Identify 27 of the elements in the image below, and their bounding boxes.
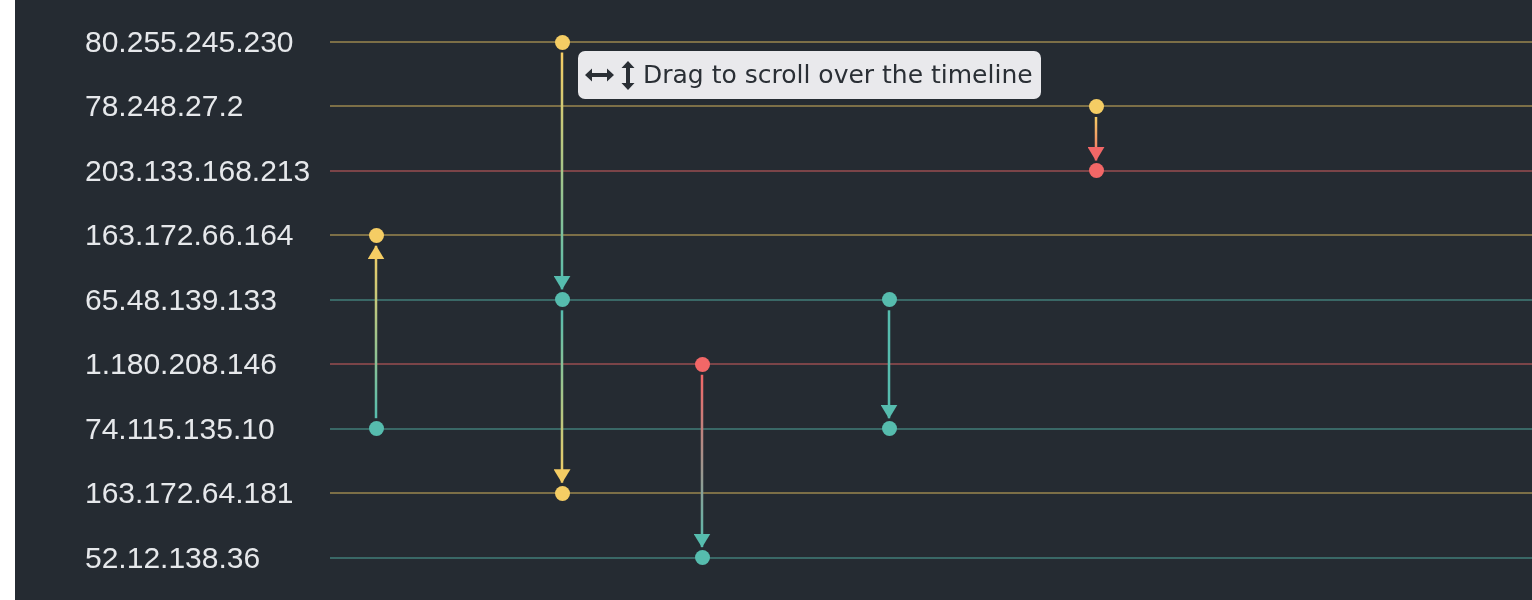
arrow <box>693 374 711 548</box>
event-dot-icon <box>694 356 710 372</box>
arrow <box>553 52 571 290</box>
event-dot-icon <box>881 292 897 308</box>
event-dot-icon <box>694 550 710 566</box>
ip-address-label: 52.12.138.36 <box>85 541 261 574</box>
ip-address-label: 74.115.135.10 <box>85 412 275 445</box>
event-dot-icon <box>554 34 570 50</box>
event-dot-icon <box>881 421 897 437</box>
event-dot-icon <box>554 485 570 501</box>
ip-address-label: 1.180.208.146 <box>85 348 277 381</box>
ip-address-label: 203.133.168.213 <box>85 154 311 187</box>
ip-address-label: 80.255.245.230 <box>85 26 294 58</box>
ip-address-label: 163.172.64.181 <box>85 477 294 510</box>
ip-address-label: 65.48.139.133 <box>85 283 277 316</box>
arrow <box>367 245 385 419</box>
ip-address-label: 78.248.27.2 <box>85 90 244 123</box>
event-dot-icon <box>368 227 384 243</box>
event-dot-icon <box>554 292 570 308</box>
event-dot-icon <box>1088 98 1104 114</box>
event-dot-icon <box>368 421 384 437</box>
arrow <box>880 310 898 419</box>
event-dot-icon <box>1088 163 1104 179</box>
tooltip-text: Drag to scroll over the timeline <box>643 60 1033 90</box>
ip-address-label: 163.172.66.164 <box>85 219 294 252</box>
arrow <box>553 310 571 484</box>
arrow <box>1087 116 1105 161</box>
